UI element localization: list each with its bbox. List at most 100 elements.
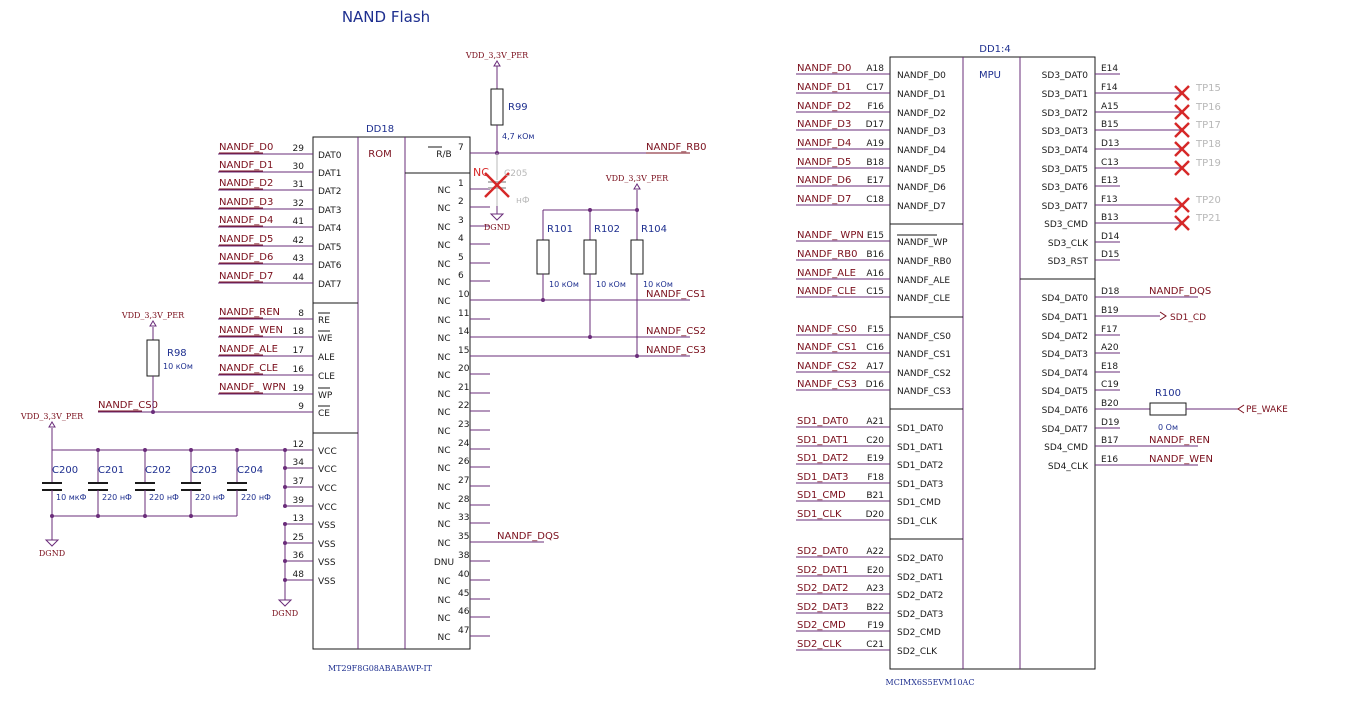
- junction-dot: [283, 541, 287, 545]
- dd18-pin-name: NC: [437, 316, 450, 326]
- dd18-pin-name: NC: [437, 371, 450, 381]
- dd18-pin-number: 39: [293, 496, 305, 506]
- c205-value: нФ: [516, 196, 530, 206]
- nc-cross-mark: [1174, 141, 1190, 157]
- dd18-pin-number: 5: [458, 253, 464, 263]
- dd14-ball: F15: [867, 325, 884, 335]
- dd14-pin-name: NANDF_D1: [897, 90, 946, 100]
- dd14-pin-name: SD2_DAT3: [897, 610, 943, 620]
- dd18-pin-name: NC: [437, 614, 450, 624]
- dd14-ball: A22: [866, 547, 884, 557]
- net-label: NANDF_D4: [219, 215, 273, 226]
- dd18-pin-name: NC: [437, 204, 450, 214]
- dd14-ball: C16: [866, 343, 884, 353]
- net-label: NANDF_CS2: [797, 361, 857, 372]
- dd14-ball: E19: [867, 454, 884, 464]
- dd18-pin-number: 31: [293, 180, 304, 190]
- net-label: NANDF_D1: [797, 82, 851, 93]
- net-label: SD2_CMD: [797, 620, 846, 631]
- junction-dot: [151, 410, 155, 414]
- dd18-pin-number: 16: [293, 365, 305, 375]
- dd18-pin-number: 46: [458, 607, 470, 617]
- net-label: NANDF_DQS: [1149, 286, 1211, 297]
- net-label: NANDF_D4: [797, 138, 851, 149]
- resistor-ref: R104: [641, 224, 667, 235]
- net-label: NANDF_D0: [219, 142, 273, 153]
- net-label: NANDF_WEN: [219, 325, 283, 336]
- dd14-ball: D18: [1101, 287, 1120, 297]
- net-label: NANDF_DQS: [497, 531, 559, 542]
- dd18-pin-number: 38: [458, 551, 470, 561]
- dd14-ball: E15: [867, 231, 884, 241]
- dd18-pin-name: DAT3: [318, 206, 341, 216]
- net-label: NANDF_D6: [797, 175, 851, 186]
- dd18-pin-number: 29: [293, 144, 305, 154]
- dd14-pin-name: SD4_DAT5: [1042, 387, 1088, 397]
- r100-resistor: [1149, 402, 1187, 416]
- r98-value: 10 кОм: [163, 362, 193, 371]
- dd18-pin-name: DAT2: [318, 187, 341, 197]
- dd14-ball: D15: [1101, 250, 1119, 260]
- dd18-pin-number: 47: [458, 626, 469, 636]
- test-point-label: TP17: [1195, 120, 1221, 131]
- net-label: NANDF_D1: [219, 160, 273, 171]
- dd14-pin-name: NANDF_RB0: [897, 257, 952, 267]
- dd18-pin-name: NC: [437, 502, 450, 512]
- dd14-ball: B18: [866, 158, 884, 168]
- net-label: SD1_CMD: [797, 490, 846, 501]
- net-label: NANDF_REN: [1149, 435, 1210, 446]
- dd18-pin-number: 32: [293, 199, 304, 209]
- r99-ref: R99: [508, 102, 528, 113]
- dd14-ball: B13: [1101, 213, 1119, 223]
- dd14-ball: D13: [1101, 139, 1119, 149]
- c205-ref: C205: [504, 169, 527, 179]
- net-label: NANDF_D6: [219, 252, 273, 263]
- dd18-pin-number: 41: [293, 217, 304, 227]
- cap-value: 10 мкФ: [56, 493, 87, 502]
- ground-label: DGND: [484, 223, 510, 232]
- page-title: NAND Flash: [342, 8, 430, 26]
- dd14-ball: A21: [866, 417, 884, 427]
- power-arrow: [493, 60, 501, 67]
- test-point-label: TP15: [1195, 83, 1221, 94]
- dd18-pin-number: 15: [458, 346, 469, 356]
- nc-cross-mark: [1174, 104, 1190, 120]
- dd14-ball: E20: [867, 566, 884, 576]
- net-label: NANDF_CLE: [797, 286, 856, 297]
- dd14-ball: D19: [1101, 418, 1120, 428]
- dd14-ball: A16: [866, 269, 884, 279]
- dd18-pin-name: CE: [318, 409, 330, 419]
- dd14-pin-name: NANDF_D4: [897, 146, 946, 156]
- junction-dot: [189, 514, 193, 518]
- test-point-label: TP21: [1195, 213, 1221, 224]
- dd18-pin-name: NC: [437, 464, 450, 474]
- dd18-pin-number: 7: [458, 143, 464, 153]
- resistor-value: 10 кОм: [549, 280, 579, 289]
- power-arrow: [633, 183, 641, 190]
- dd18-pin-name: RE: [318, 316, 330, 326]
- net-label: NANDF_D5: [797, 157, 851, 168]
- dd18-pin-name: DAT1: [318, 169, 341, 179]
- dd14-pin-name: SD4_DAT2: [1042, 332, 1088, 342]
- dd18-pin-number: 3: [458, 216, 464, 226]
- dd18-pin-number: 6: [458, 271, 464, 281]
- dd14-pin-name: SD1_DAT2: [897, 461, 943, 471]
- net-label: NANDF_CS0: [797, 324, 857, 335]
- junction-dot: [283, 522, 287, 526]
- net-label: SD1_DAT1: [797, 435, 848, 446]
- dd18-pin-number: 17: [293, 346, 304, 356]
- dd14-ball: C18: [866, 195, 884, 205]
- r100-value: 0 Ом: [1158, 423, 1178, 432]
- net-label: NANDF_D5: [219, 234, 273, 245]
- dd18-pin-name: DAT6: [318, 261, 342, 271]
- dd18-pin-name: VCC: [318, 503, 337, 513]
- dd18-pin-number: 44: [293, 273, 305, 283]
- dd14-pin-name: NANDF_CLE: [897, 294, 951, 304]
- dd18-pin-name: NC: [437, 260, 450, 270]
- dd14-type: MPU: [979, 70, 1001, 81]
- test-point-label: TP18: [1195, 139, 1221, 150]
- dd14-ball: A23: [866, 584, 884, 594]
- dd14-pin-name: SD4_CMD: [1044, 443, 1088, 453]
- dd18-pin-name: DAT5: [318, 243, 341, 253]
- junction-dot: [541, 298, 545, 302]
